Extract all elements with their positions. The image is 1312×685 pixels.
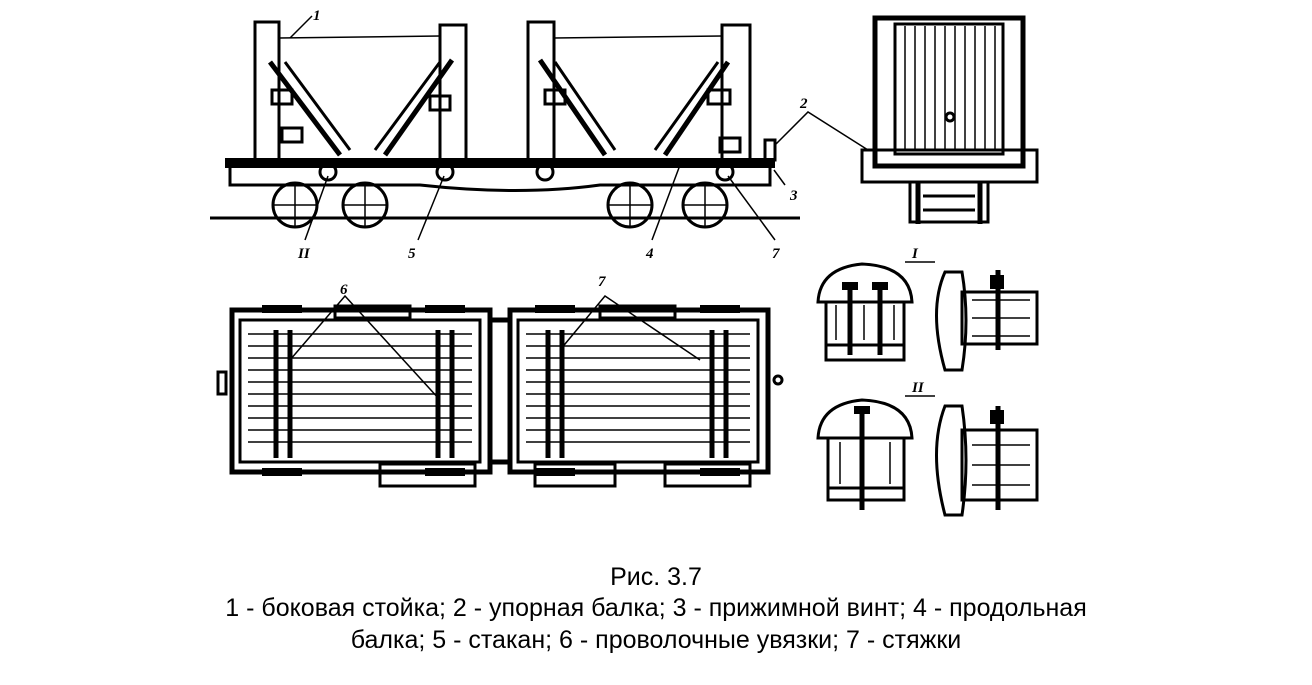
label-detail-ii: II bbox=[911, 380, 925, 396]
label-7-top: 7 bbox=[598, 274, 606, 290]
label-4: 4 bbox=[645, 246, 654, 262]
detail-i: I bbox=[816, 246, 1039, 372]
label-5: 5 bbox=[408, 246, 416, 262]
figure-caption: Рис. 3.7 1 - боковая стойка; 2 - упорная… bbox=[0, 560, 1312, 656]
stanchion-frames bbox=[253, 20, 752, 162]
side-leaders bbox=[289, 15, 869, 241]
figure-legend: 1 - боковая стойка; 2 - упорная балка; 3… bbox=[6, 592, 1306, 656]
wheel-group bbox=[271, 181, 729, 229]
label-6: 6 bbox=[340, 282, 348, 298]
legend-line-1: 1 - боковая стойка; 2 - упорная балка; 3… bbox=[225, 594, 1087, 622]
detail-ii: II bbox=[816, 380, 1039, 517]
label-ii-side: II bbox=[297, 246, 311, 262]
label-1: 1 bbox=[313, 8, 321, 24]
legend-line-2: балка; 5 - стакан; 6 - проволочные увязк… bbox=[350, 626, 962, 654]
label-3: 3 bbox=[789, 188, 798, 204]
end-view bbox=[860, 15, 1039, 224]
top-view: 6 7 bbox=[216, 274, 784, 488]
technical-drawing: 1 II 5 4 7 3 2 bbox=[210, 8, 1039, 517]
side-view: 1 II 5 4 7 3 2 bbox=[210, 8, 869, 262]
label-2: 2 bbox=[799, 96, 808, 112]
label-7-side: 7 bbox=[772, 246, 780, 262]
figure-number: Рис. 3.7 bbox=[610, 563, 702, 591]
cup-group bbox=[318, 162, 735, 182]
label-detail-i: I bbox=[911, 246, 919, 262]
